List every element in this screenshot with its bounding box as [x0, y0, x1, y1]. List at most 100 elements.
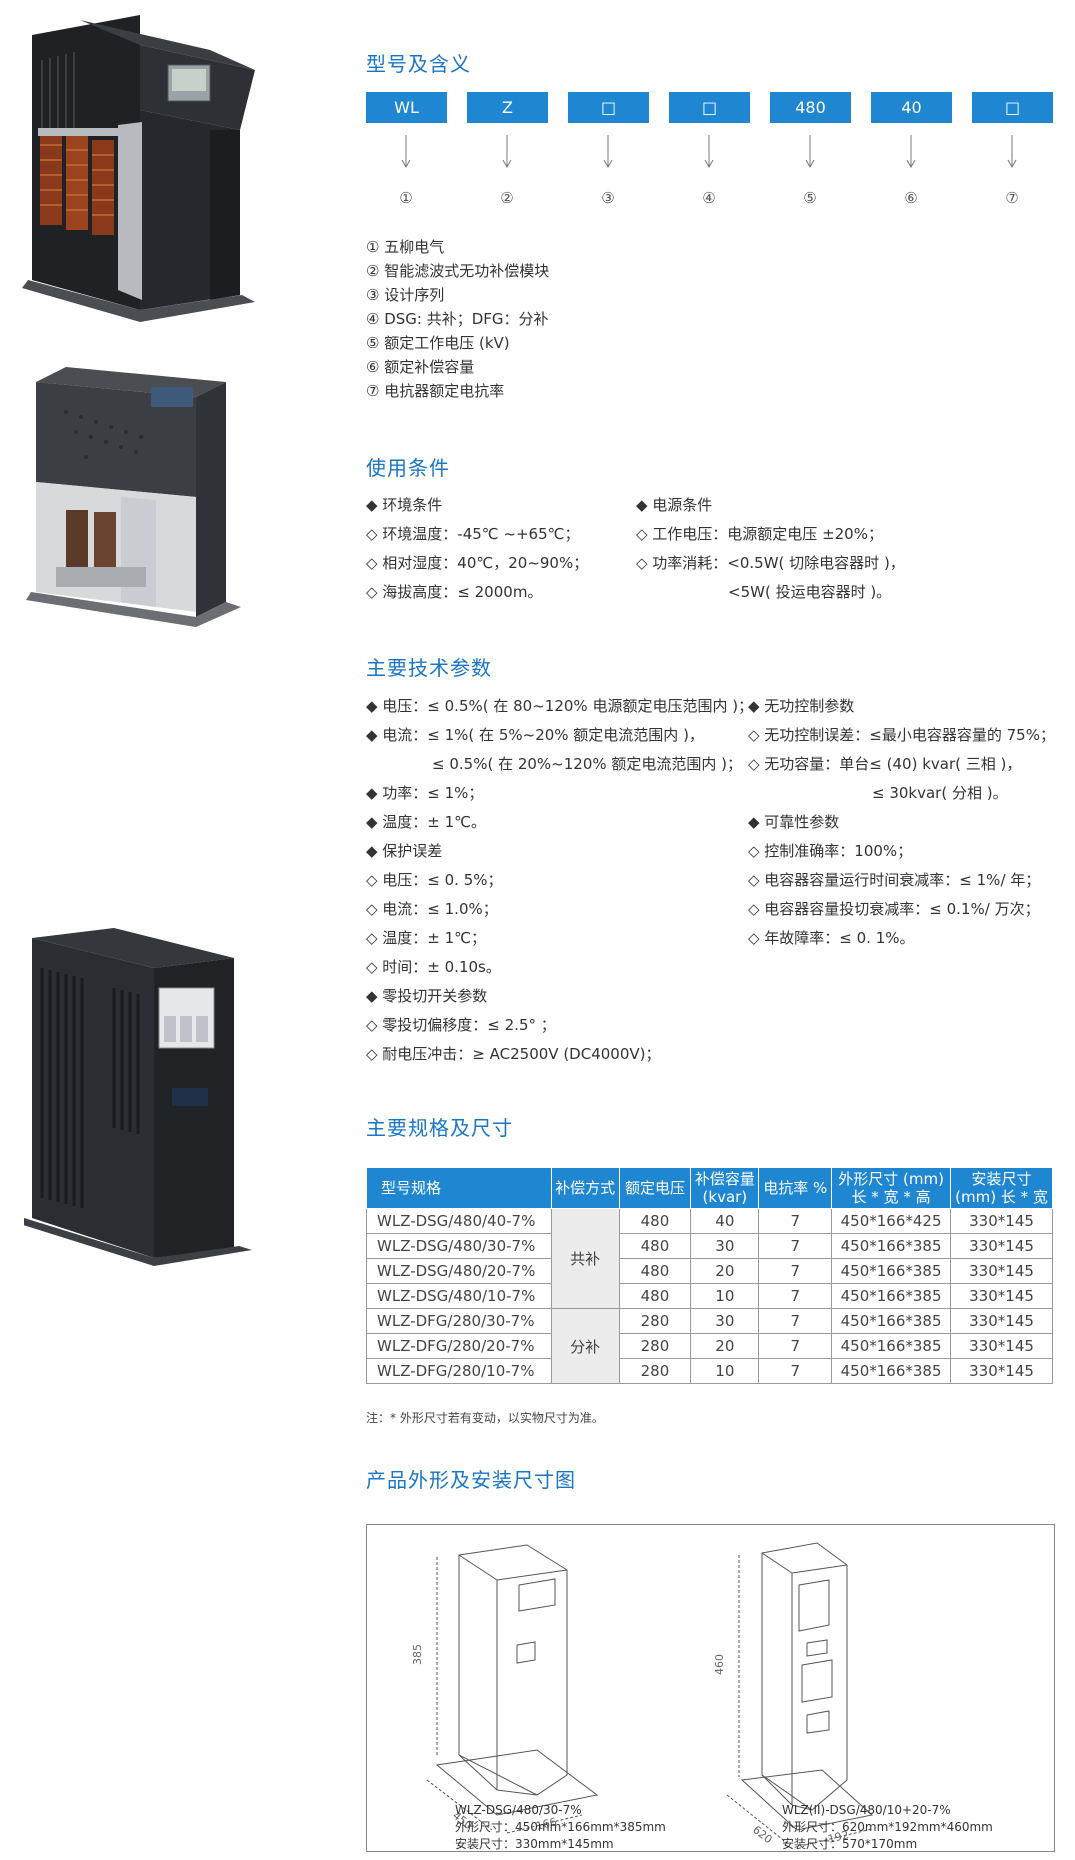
param-item: ◇ 控制准确率：100%； [748, 842, 913, 860]
header-mode: 补偿方式 [550, 1167, 620, 1209]
param-item: ≤ 0.5%( 在 20%~120% 额定电流范围内 )； [432, 755, 743, 773]
param-item: ◆ 功率：≤ 1%； [366, 784, 484, 802]
cell-install: 330*145 [950, 1358, 1053, 1384]
cell-capacity: 30 [690, 1233, 760, 1259]
model-number: ① [399, 189, 413, 207]
param-item: ◇ 电容器容量运行时间衰减率：≤ 1%/ 年； [748, 871, 1041, 889]
condition-item: ◆ 电源条件 [636, 496, 713, 514]
drawing-caption-right: WLZ(II)-DSG/480/10+20-7% 外形尺寸：620mm*192m… [782, 1803, 993, 1851]
param-item: ◇ 零投切偏移度：≤ 2.5° ； [366, 1016, 556, 1034]
arrow-down-icon [1007, 135, 1017, 169]
model-number: ② [500, 189, 514, 207]
cell-capacity: 30 [690, 1308, 760, 1334]
param-item: ◇ 电流：≤ 1.0%； [366, 900, 498, 918]
model-number: ③ [601, 189, 615, 207]
product-photo-1 [22, 15, 255, 322]
condition-item: ◇ 工作电压：电源额定电压 ±20%； [636, 525, 883, 543]
cell-outer: 450*166*385 [831, 1258, 952, 1284]
param-item: ≤ 30kvar( 分相 )。 [872, 784, 1008, 802]
cell-outer: 450*166*385 [831, 1233, 952, 1259]
model-number: ④ [702, 189, 716, 207]
cell-model: WLZ-DSG/480/40-7% [366, 1208, 552, 1234]
cell-install: 330*145 [950, 1333, 1053, 1359]
cell-outer: 450*166*385 [831, 1333, 952, 1359]
arrow-down-icon [502, 135, 512, 169]
header-install: 安装尺寸(mm) 长 * 宽 [950, 1167, 1053, 1209]
cell-install: 330*145 [950, 1283, 1053, 1309]
cell-capacity: 10 [690, 1283, 760, 1309]
model-number: ⑦ [1005, 189, 1019, 207]
table-row: WLZ-DSG/480/30-7% 480 30 7 450*166*385 3… [366, 1233, 1053, 1259]
cell-reactance: 7 [758, 1283, 833, 1309]
cell-reactance: 7 [758, 1258, 833, 1284]
model-box-4: □ [669, 92, 750, 123]
param-item: ◇ 时间：± 0.10s。 [366, 958, 501, 976]
cell-outer: 450*166*425 [831, 1208, 952, 1234]
cell-install: 330*145 [950, 1258, 1053, 1284]
cell-model: WLZ-DFG/280/30-7% [366, 1308, 552, 1334]
dim-width-right: 192 [827, 1828, 851, 1846]
model-legend-item: ① 五柳电气 [366, 238, 445, 256]
cell-voltage: 280 [618, 1358, 692, 1384]
cell-outer: 450*166*385 [831, 1308, 952, 1334]
model-legend-item: ③ 设计序列 [366, 286, 445, 304]
condition-item: ◆ 环境条件 [366, 496, 443, 514]
param-item: ◆ 保护误差 [366, 842, 443, 860]
cell-mode: 分补 [550, 1308, 620, 1384]
dim-length-right: 620 [750, 1823, 775, 1846]
spec-table: 型号规格 补偿方式 额定电压 补偿容量(kvar) 电抗率 % 外形尺寸 (mm… [366, 1167, 1053, 1384]
cell-model: WLZ-DSG/480/30-7% [366, 1233, 552, 1259]
model-legend-item: ⑦ 电抗器额定电抗率 [366, 382, 505, 400]
cell-reactance: 7 [758, 1333, 833, 1359]
section-title-drawing: 产品外形及安装尺寸图 [366, 1468, 576, 1492]
cell-reactance: 7 [758, 1308, 833, 1334]
param-item: ◇ 电容器容量投切衰减率：≤ 0.1%/ 万次； [748, 900, 1040, 918]
table-row: WLZ-DFG/280/30-7% 分补 280 30 7 450*166*38… [366, 1308, 1053, 1384]
model-legend-item: ⑤ 额定工作电压 (kV) [366, 334, 510, 352]
cell-capacity: 10 [690, 1358, 760, 1384]
cell-voltage: 480 [618, 1208, 692, 1234]
cell-install: 330*145 [950, 1208, 1053, 1234]
param-item: ◇ 无功控制误差：≤最小电容器容量的 75%； [748, 726, 1055, 744]
cell-voltage: 280 [618, 1308, 692, 1334]
table-header-row: 型号规格 补偿方式 额定电压 补偿容量(kvar) 电抗率 % 外形尺寸 (mm… [366, 1167, 1053, 1209]
model-box-5: 480 [770, 92, 851, 123]
param-item: ◇ 耐电压冲击：≥ AC2500V (DC4000V)； [366, 1045, 661, 1063]
arrow-down-icon [805, 135, 815, 169]
cell-outer: 450*166*385 [831, 1283, 952, 1309]
product-photo-3 [24, 928, 252, 1266]
model-box-2: Z [467, 92, 548, 123]
table-row: WLZ-DSG/480/20-7% 480 20 7 450*166*385 3… [366, 1258, 1053, 1284]
dimension-drawing: 385 450 166 460 620 192 [366, 1524, 1055, 1852]
section-title-conditions: 使用条件 [366, 456, 450, 480]
model-legend-item: ② 智能滤波式无功补偿模块 [366, 262, 550, 280]
cell-model: WLZ-DFG/280/10-7% [366, 1358, 552, 1384]
param-item: ◆ 温度：± 1℃。 [366, 813, 487, 831]
header-reactance: 电抗率 % [758, 1167, 833, 1209]
model-number: ⑥ [904, 189, 918, 207]
condition-item: ◇ 环境温度：-45℃ ~+65℃； [366, 525, 580, 543]
model-legend-item: ④ DSG: 共补；DFG：分补 [366, 310, 549, 328]
dim-height-left: 385 [411, 1644, 424, 1665]
cell-voltage: 480 [618, 1283, 692, 1309]
section-title-model: 型号及含义 [366, 52, 471, 76]
header-outer: 外形尺寸 (mm)长 * 宽 * 高 [831, 1167, 952, 1209]
section-title-specs: 主要规格及尺寸 [366, 1116, 513, 1140]
cell-mode: 共补 [550, 1208, 620, 1309]
header-model: 型号规格 [366, 1167, 552, 1209]
table-row: WLZ-DFG/280/20-7% 280 20 7 450*166*385 3… [366, 1333, 1053, 1359]
model-box-3: □ [568, 92, 649, 123]
param-item: ◇ 年故障率：≤ 0. 1%。 [748, 929, 915, 947]
cell-capacity: 20 [690, 1258, 760, 1284]
cell-model: WLZ-DSG/480/20-7% [366, 1258, 552, 1284]
model-box-1: WL [366, 92, 447, 123]
model-legend-item: ⑥ 额定补偿容量 [366, 358, 475, 376]
product-photo-2 [26, 367, 241, 627]
cell-install: 330*145 [950, 1233, 1053, 1259]
param-item: ◆ 可靠性参数 [748, 813, 840, 831]
drawing-caption-left: WLZ-DSG/480/30-7% 外形尺寸：450mm*166mm*385mm… [455, 1803, 666, 1851]
param-item: ◇ 电压：≤ 0. 5%； [366, 871, 503, 889]
cell-reactance: 7 [758, 1358, 833, 1384]
param-item: ◆ 电流：≤ 1%( 在 5%~20% 额定电流范围内 )， [366, 726, 704, 744]
section-title-params: 主要技术参数 [366, 656, 492, 680]
